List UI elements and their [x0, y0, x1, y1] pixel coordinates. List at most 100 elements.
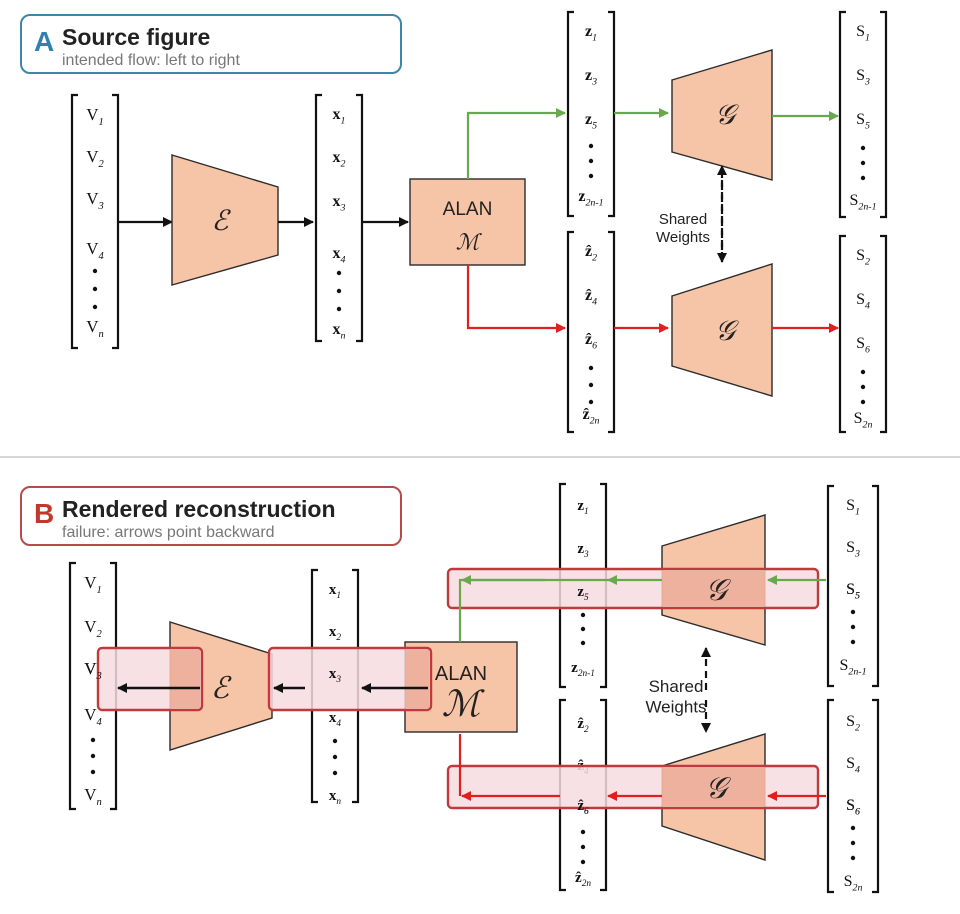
a-z-vector-item-2n1: z2n-1	[578, 188, 603, 208]
panel-a-subtitle: intended flow: left to right	[62, 52, 240, 69]
a-zhat-vector-item-2: ẑ2	[585, 243, 597, 263]
b-s-even-vector-item-6: S6	[846, 797, 860, 817]
a-v-vector-item-n: Vn	[86, 317, 104, 340]
b-x-vector-dot	[332, 738, 338, 744]
b-s-odd-vector-dot	[850, 624, 856, 630]
b-z-item-5-overlay: z5	[577, 584, 589, 603]
a-zhat-vector-item-2n: ẑ2n	[582, 406, 599, 426]
b-s-even-vector-item-2: S2	[846, 713, 860, 733]
panel-b-header: B Rendered reconstruction failure: arrow…	[20, 486, 402, 546]
a-v-vector-dot	[92, 268, 98, 274]
b-zhat-vector-item-2n: ẑ2n	[575, 870, 591, 889]
a-x-vector-dot	[336, 270, 342, 276]
b-z-vector-dot	[580, 626, 586, 632]
a-alan-symbol: ℳ	[456, 230, 483, 255]
b-x-vector-item-1: x1	[329, 582, 341, 601]
a-x-vector-left-bracket	[314, 93, 322, 343]
a-zhat-vector-dot	[588, 382, 594, 388]
b-highlight-core-encoder	[170, 650, 200, 708]
b-s-even-vector-dot	[850, 825, 856, 831]
a-z-vector-item-1: z1	[585, 23, 597, 43]
a-v-vector-item-2: V2	[86, 147, 104, 170]
b-v-vector-item-4: V4	[84, 705, 102, 728]
a-s-odd-vector-dot	[860, 145, 866, 151]
a-v-vector-dot	[92, 304, 98, 310]
b-z-vector-item-1: z1	[577, 498, 588, 517]
b-s-odd-vector-item-5: S5	[846, 581, 860, 601]
a-v-vector-right-bracket	[112, 93, 120, 350]
b-v-vector-dot	[90, 769, 96, 775]
a-v-vector-item-1: V1	[86, 105, 104, 128]
a-x-vector-item-1: x1	[333, 106, 346, 126]
a-x-vector-item-2: x2	[333, 149, 346, 169]
a-zhat-vector-item-6: ẑ6	[585, 331, 597, 351]
a-zhat-vector-dot	[588, 365, 594, 371]
b-x-vector-item-2: x2	[329, 624, 342, 643]
a-s-odd-vector-item-5: S5	[856, 111, 870, 131]
b-v-vector-dot	[90, 753, 96, 759]
a-encoder-symbol: ℰ	[212, 206, 232, 237]
a-s-even-vector-item-6: S6	[856, 335, 870, 355]
a-s-odd-vector-item-2n1: S2n-1	[849, 192, 876, 212]
a-s-even-vector-right-bracket	[880, 234, 888, 434]
a-x-vector-dot	[336, 288, 342, 294]
b-v-vector-dot	[90, 737, 96, 743]
a-alan-label: ALAN	[443, 199, 493, 220]
b-s-even-vector-dot	[850, 855, 856, 861]
b-s-even-vector-dot	[850, 840, 856, 846]
a-x-vector-item-n: xn	[333, 321, 346, 341]
b-s-odd-vector-dot	[850, 609, 856, 615]
panel-a-title: Source figure	[62, 24, 211, 50]
b-encoder-symbol: ℰ	[211, 672, 232, 705]
a-generator-bottom-block	[671, 263, 773, 397]
a-x-vector-item-4: x4	[333, 245, 346, 265]
a-arrow-alan-to-z	[466, 108, 566, 179]
a-v-vector-item-4: V4	[86, 239, 104, 262]
a-s-even-vector-item-2: S2	[856, 247, 870, 267]
b-z-vector-dot	[580, 640, 586, 646]
b-green-line-left	[458, 578, 612, 642]
b-zhat-vector-dot	[580, 829, 586, 835]
b-zhat-vector-dot	[580, 844, 586, 850]
b-highlight-core-gen-top	[662, 571, 765, 606]
a-z-vector-right-bracket	[608, 10, 616, 218]
a-s-even-vector-dot	[860, 384, 866, 390]
b-v-vector-item-1: V1	[84, 573, 102, 596]
b-s-odd-vector-left-bracket	[826, 484, 834, 688]
panel-b-subtitle: failure: arrows point backward	[62, 524, 275, 541]
b-s-item-6-overlay: S6	[846, 797, 860, 817]
a-generator-top-block	[671, 49, 773, 181]
b-z-vector-item-2n1: z2n-1	[571, 660, 595, 679]
b-s-odd-vector-item-1: S1	[846, 497, 860, 517]
b-x-vector-item-n: xn	[329, 788, 342, 807]
b-s-even-vector-item-2n: S2n	[844, 873, 863, 893]
panel-b-letter: B	[34, 498, 55, 529]
b-s-even-vector-item-4: S4	[846, 755, 860, 775]
b-v-item-3-overlay: V3	[84, 659, 102, 682]
a-shared-weights-line1: Shared	[659, 211, 707, 228]
a-x-vector-item-3: x3	[333, 193, 346, 213]
b-x-vector-item-4: x4	[329, 710, 342, 729]
b-x-vector-dot	[332, 770, 338, 776]
a-z-vector-item-5: z5	[585, 111, 597, 131]
panel-divider	[0, 456, 960, 458]
a-s-odd-vector-item-1: S1	[856, 23, 870, 43]
b-s-odd-vector-item-2n1: S2n-1	[839, 657, 866, 677]
b-zhat-vector-dot	[580, 859, 586, 865]
a-zhat-vector-right-bracket	[608, 230, 616, 434]
a-s-odd-vector-dot	[860, 160, 866, 166]
b-v-vector-left-bracket	[68, 561, 76, 811]
a-s-odd-vector-dot	[860, 175, 866, 181]
b-v-vector-item-n: Vn	[84, 785, 102, 808]
b-alan-symbol: ℳ	[442, 684, 485, 724]
b-highlight-x-alan	[267, 646, 433, 712]
a-s-even-vector-dot	[860, 399, 866, 405]
b-z-vector-item-3: z3	[577, 541, 589, 560]
a-s-even-vector-item-4: S4	[856, 291, 870, 311]
a-v-vector-dot	[92, 286, 98, 292]
a-z-vector-left-bracket	[566, 10, 574, 218]
a-z-vector-dot	[588, 143, 594, 149]
b-s-even-vector-left-bracket	[826, 698, 834, 894]
a-zhat-vector-dot	[588, 399, 594, 405]
